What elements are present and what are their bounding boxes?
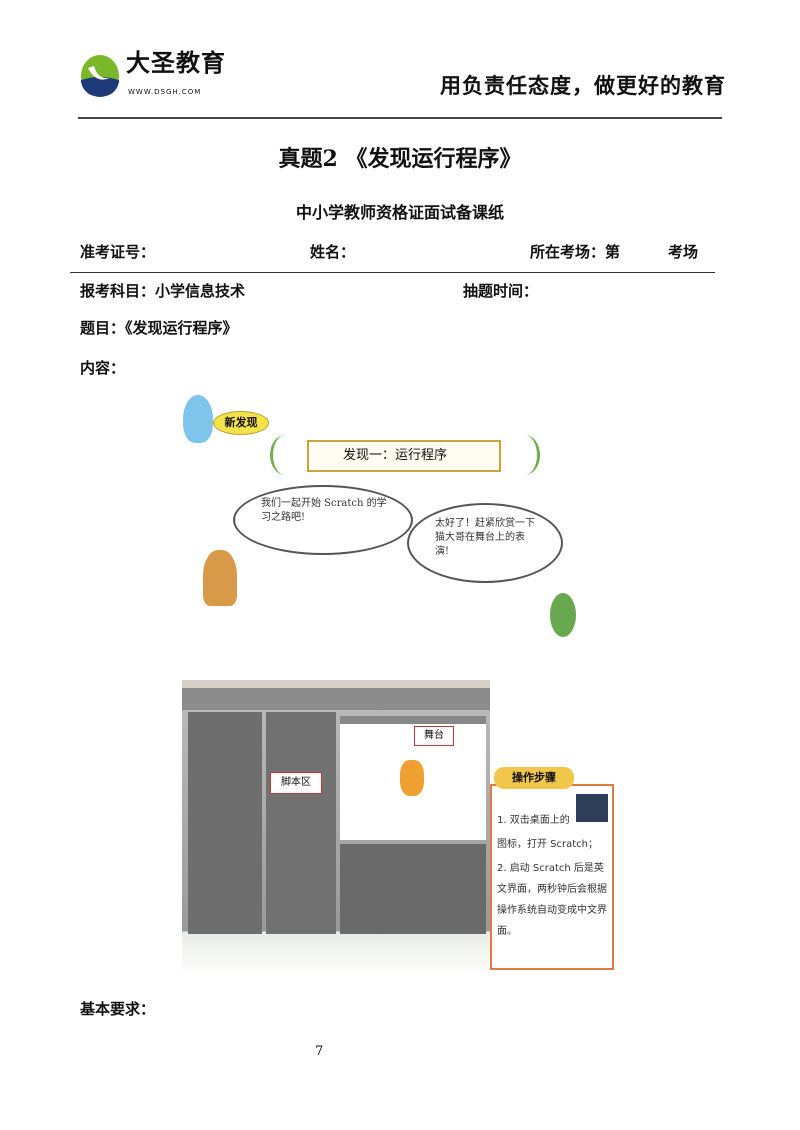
- name-label: 姓名：: [310, 243, 356, 261]
- script-area-callout: 脚本区: [270, 772, 322, 794]
- logo-url: WWW.DSGH.COM: [128, 88, 202, 96]
- topic-label: 题目：《发现运行程序》: [80, 319, 238, 337]
- mouse-icon: [550, 593, 576, 637]
- step2-text: 2. 启动 Scratch 后是英文界面，两秒钟后会根据操作系统自动变成中文界面…: [497, 863, 607, 937]
- flower-right-icon: [510, 435, 540, 475]
- step1b-text: 图标，打开 Scratch；: [497, 839, 599, 850]
- venue-suffix: 考场: [668, 243, 699, 261]
- logo: 大圣教育 WWW.DSGH.COM: [80, 48, 230, 104]
- monkey-icon: [203, 550, 237, 606]
- logo-emblem-icon: [81, 55, 119, 97]
- form-divider: [70, 272, 715, 273]
- scratch-titlebar: [182, 680, 490, 688]
- scratch-screenshot: 脚本区 舞台: [182, 680, 490, 976]
- blocks-palette: [188, 712, 262, 934]
- subject-label: 报考科目：小学信息技术: [80, 282, 246, 300]
- exam-id-label: 准考证号：: [80, 243, 156, 261]
- stage-callout: 舞台: [414, 726, 454, 746]
- slogan: 用负责任态度，做更好的教育: [440, 73, 726, 98]
- banner-text: 发现一：运行程序: [343, 448, 448, 463]
- new-discovery-badge: 新发现: [213, 411, 269, 435]
- sprite-pane: [340, 844, 486, 934]
- monkey-bubble-text: 我们一起开始 Scratch 的学习之路吧!: [261, 498, 387, 523]
- logo-name: 大圣教育: [126, 49, 226, 77]
- page-number: 7: [315, 1044, 324, 1059]
- step1a-text: 1. 双击桌面上的: [497, 815, 570, 826]
- scratch-cat-icon: [400, 760, 424, 796]
- monkey-thought-cloud: [233, 485, 413, 555]
- discovery-banner: [307, 440, 501, 472]
- content-label: 内容：: [80, 359, 126, 377]
- page-title: 真题2 《发现运行程序》: [278, 146, 522, 172]
- illustration: 新发现 发现一：运行程序 我们一起开始 Scratch 的学习之路吧! 太好了！…: [175, 385, 595, 645]
- steps-title: 操作步骤: [494, 767, 574, 789]
- flower-left-icon: [270, 435, 300, 475]
- mouse-thought-cloud: [407, 503, 563, 583]
- requirements-label: 基本要求：: [80, 1000, 156, 1018]
- dolphin-icon: [183, 395, 213, 443]
- mouse-bubble-text: 太好了！赶紧欣赏一下猫大哥在舞台上的表演!: [435, 518, 535, 557]
- draw-time-label: 抽题时间：: [463, 282, 539, 300]
- scratch-desktop-icon: [576, 794, 608, 822]
- header-divider: [78, 117, 722, 119]
- venue-label: 所在考场：第: [530, 243, 621, 261]
- scripts-area: [266, 712, 336, 934]
- scratch-menubar: [182, 688, 490, 710]
- page-subtitle: 中小学教师资格证面试备课纸: [295, 203, 504, 222]
